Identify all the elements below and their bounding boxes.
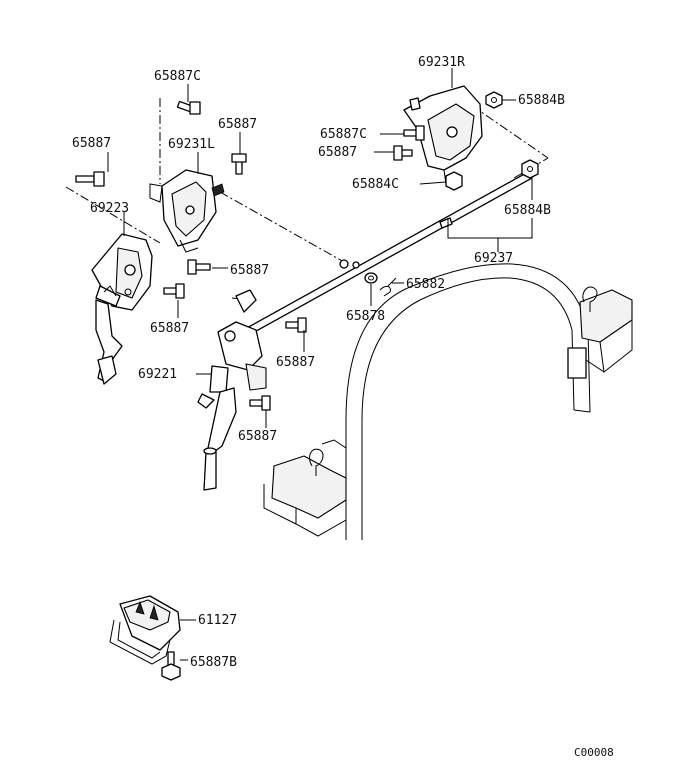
label-65887-right: 65887 <box>318 145 357 160</box>
label-65887-d: 65887 <box>238 429 277 444</box>
bolt-65887-b <box>163 283 185 299</box>
label-69223: 69223 <box>90 201 129 216</box>
nut-65884C <box>445 171 463 191</box>
label-65882: 65882 <box>406 277 445 292</box>
label-69231R: 69231R <box>418 55 465 70</box>
label-65884B-right: 65884B <box>504 203 551 218</box>
label-65884C: 65884C <box>352 177 399 192</box>
bolt-65887B <box>161 651 181 681</box>
washer-65878 <box>364 272 378 284</box>
label-65887-a: 65887 <box>230 263 269 278</box>
leader-lines <box>107 68 533 661</box>
label-69221: 69221 <box>138 367 177 382</box>
part-69231R <box>403 85 483 185</box>
seat-frame <box>263 263 633 540</box>
label-65887-b: 65887 <box>150 321 189 336</box>
label-65887-c: 65887 <box>276 355 315 370</box>
bolt-65887-c <box>285 317 307 333</box>
bolt-65887C-right <box>403 125 425 141</box>
clip-65882 <box>379 277 397 297</box>
part-69221 <box>197 289 267 491</box>
label-69231L: 69231L <box>168 137 215 152</box>
bolt-65887-d <box>249 395 271 411</box>
label-65887C-right: 65887C <box>320 127 367 142</box>
label-65878: 65878 <box>346 309 385 324</box>
part-69223 <box>91 233 153 385</box>
label-61127: 61127 <box>198 613 237 628</box>
bolt-65887-a <box>187 259 211 275</box>
bolt-65887-left <box>75 171 105 187</box>
label-65887C-top: 65887C <box>154 69 201 84</box>
bolt-65887-right <box>393 145 413 161</box>
part-69231L <box>149 169 225 253</box>
label-65887B: 65887B <box>190 655 237 670</box>
label-65887-upper: 65887 <box>218 117 257 132</box>
bolt-65887C-top <box>176 100 201 115</box>
nut-65884B-right <box>521 159 539 179</box>
diagram-code: C00008 <box>574 746 614 759</box>
bolt-65887-upper <box>231 153 247 175</box>
label-65887-left: 65887 <box>72 136 111 151</box>
part-61127 <box>109 595 181 665</box>
fasteners <box>75 91 539 411</box>
label-65884B-top: 65884B <box>518 93 565 108</box>
part-labels: 65887C 65887 65887 69231L 69223 65887 65… <box>72 55 614 759</box>
nut-65884B-top <box>485 91 503 109</box>
label-69237: 69237 <box>474 251 513 266</box>
